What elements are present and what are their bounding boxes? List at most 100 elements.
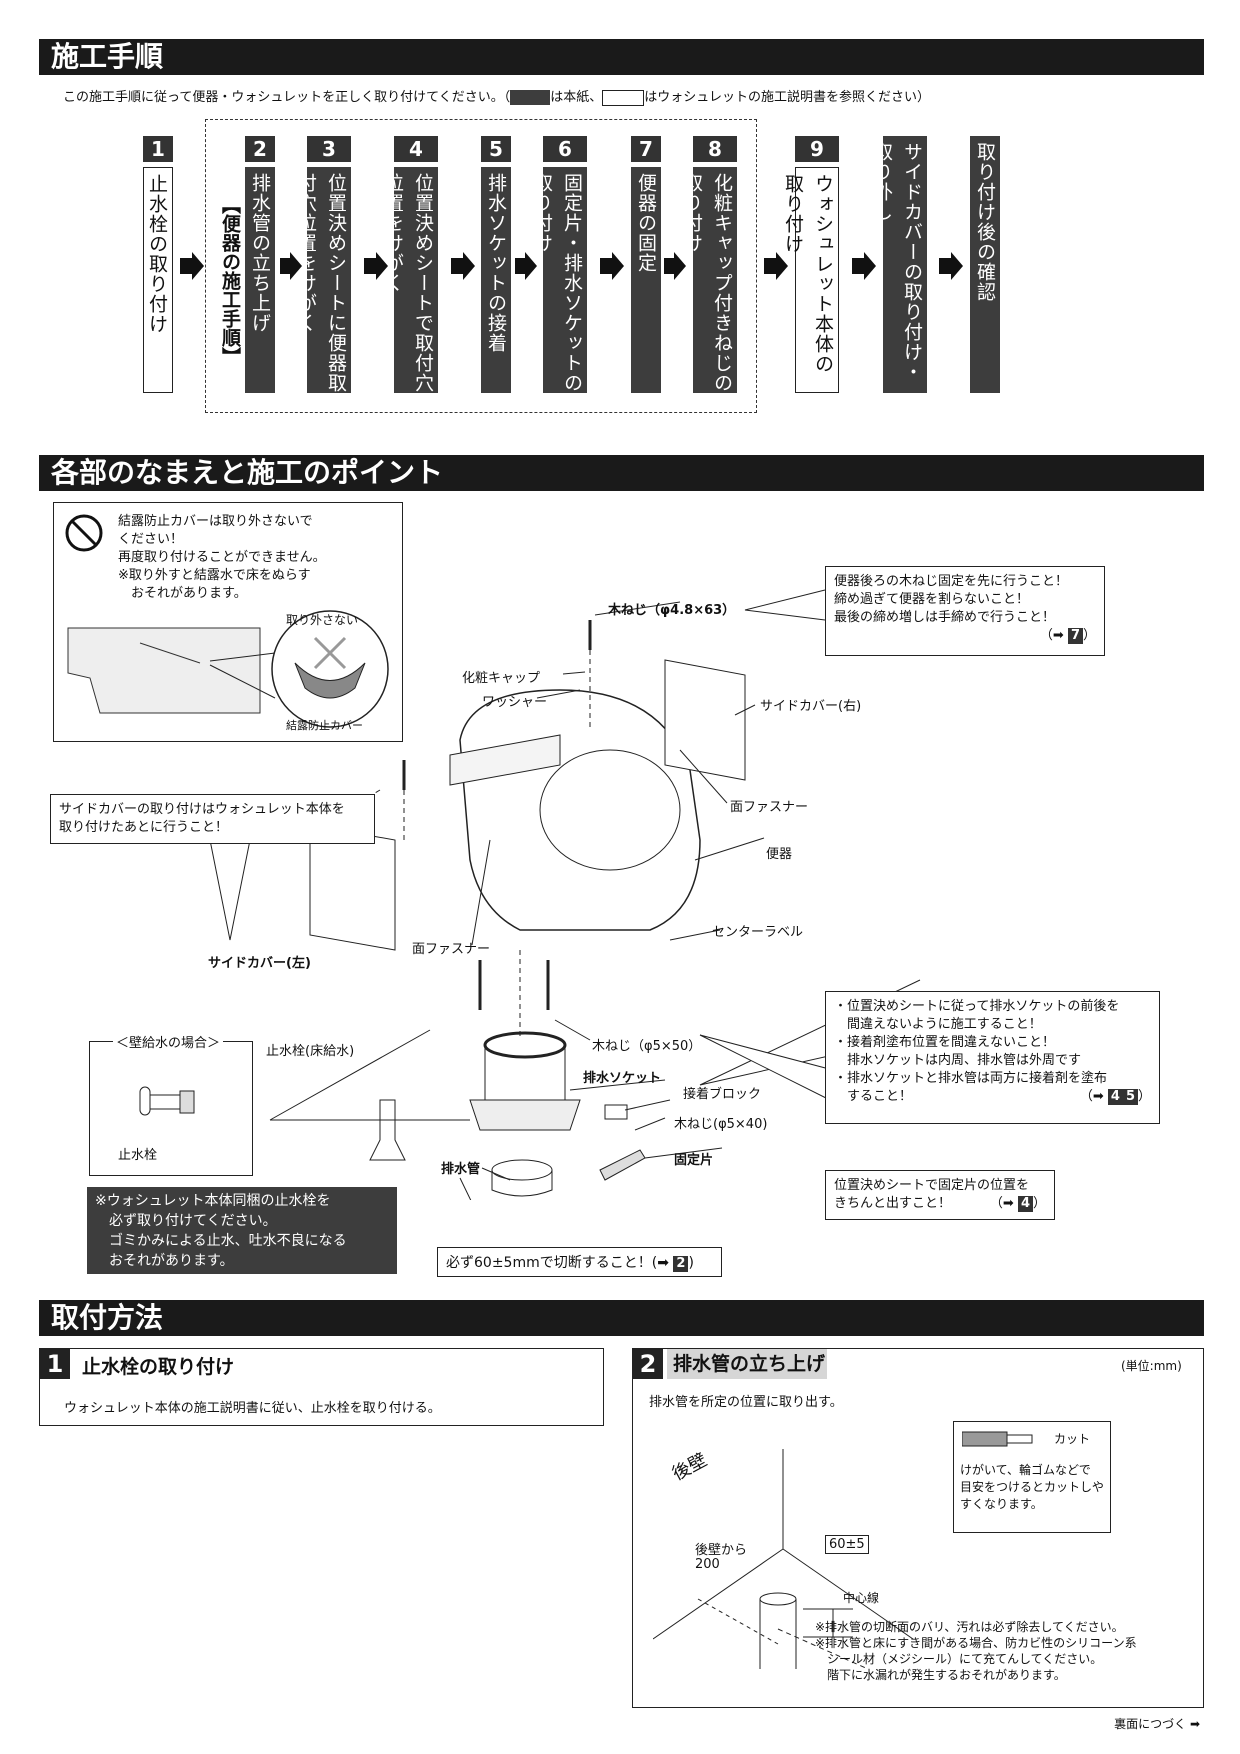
- note-line: ※ウォシュレット本体同梱の止水栓を: [95, 1193, 331, 1209]
- warning-box: 結露防止カバーは取り外さないで ください！ 再度取り付けることができません。 ※…: [53, 502, 403, 742]
- ref-badge: 2: [673, 1256, 689, 1272]
- callout-line: 締め過ぎて便器を割らないこと！: [834, 592, 1030, 607]
- callout-line: 位置決めシートで固定片の位置を: [834, 1178, 1030, 1193]
- washer-label: ワッシャー: [482, 695, 548, 710]
- side-cover-left-label: サイドカバー(左): [208, 956, 311, 971]
- side-cover-right: [664, 659, 746, 781]
- callout-line: ・接着剤塗布位置を間違えないこと！: [834, 1035, 1056, 1050]
- warning-line: 再度取り付けることができません。: [118, 550, 326, 565]
- parts-section-title: 各部のなまえと施工のポイント: [39, 455, 1204, 491]
- center-label-label: センターラベル: [712, 925, 804, 940]
- step-8-label: 化粧キャップ付きねじの取り付け: [681, 167, 737, 393]
- wood-screw-50-label: 木ねじ（φ5×50）: [592, 1039, 702, 1054]
- step-7-number: 7: [631, 136, 661, 162]
- method-step-1: 1 止水栓の取り付け ウォシュレット本体の施工説明書に従い、止水栓を取り付ける。: [39, 1348, 604, 1426]
- dark-legend-swatch: [510, 90, 551, 105]
- stop-valve-floor-label: 止水栓(床給水): [266, 1044, 355, 1059]
- arrow-right-icon: ➡: [1189, 1717, 1200, 1731]
- tip-line: すくなります。: [960, 1497, 1043, 1511]
- warning-line: ください！: [118, 532, 184, 547]
- step-6-number: 6: [543, 136, 587, 162]
- cut-tip-text: けがいて、輪ゴムなどで 目安をつけるとカットしや すくなります。: [960, 1462, 1104, 1513]
- method-step-2-number: 2: [633, 1349, 663, 1379]
- method-step-2: 2 排水管の立ち上げ (単位:mm) 排水管を所定の位置に取り出す。 カット け…: [632, 1348, 1204, 1708]
- callout-line: ・位置決めシートに従って排水ソケットの前後を: [834, 999, 1120, 1014]
- drain-pipe-diagram: [653, 1449, 914, 1669]
- fix-callout-ref: （➡ 4）: [989, 1196, 1046, 1212]
- note-line: サイドカバーの取り付けはウォシュレット本体を: [59, 802, 345, 817]
- center-line-label: 中心線: [843, 1591, 880, 1605]
- arrow-icon: [852, 252, 876, 280]
- step-5-label: 排水ソケットの接着: [481, 167, 511, 393]
- stop-valve-floor: [369, 1099, 406, 1161]
- callout-line: 最後の締め増しは手締めで行うこと！: [834, 610, 1056, 625]
- intro-prefix: この施工手順に従って便器・ウォシュレットを正しく取り付けてください。（: [63, 90, 511, 105]
- arrow-icon: [939, 252, 963, 280]
- side-cover-right-label: サイドカバー(右): [760, 699, 862, 714]
- ref-badge: 4: [1107, 1089, 1123, 1105]
- fixing-piece-label: 固定片: [674, 1153, 714, 1168]
- valve-note: ※ウォシュレット本体同梱の止水栓を 必ず取り付けてください。 ゴミかみによる止水…: [87, 1187, 397, 1274]
- height-label: 60±5: [825, 1535, 869, 1554]
- cut-tip-box: カット けがいて、輪ゴムなどで 目安をつけるとカットしや すくなります。: [953, 1421, 1111, 1533]
- dont-remove-label: 取り外さない: [286, 613, 359, 627]
- step-6-label: 固定片・排水ソケットの取り付け: [531, 167, 587, 393]
- unit-label: (単位:mm): [1121, 1359, 1182, 1373]
- toilet-procedure-frame: [205, 119, 757, 413]
- note-line: ※排水管の切断面のバリ、汚れは必ず除去してください。: [815, 1620, 1124, 1634]
- tip-line: 目安をつけるとカットしや: [960, 1480, 1104, 1494]
- ref-badge: 5: [1122, 1089, 1138, 1105]
- note-line: 取り付けたあとに行うこと！: [59, 820, 229, 835]
- cut-note-text: 必ず60±5mmで切断すること！(: [446, 1255, 658, 1271]
- fix-callout: 位置決めシートで固定片の位置を きちんと出すこと！ （➡ 4）: [825, 1170, 1055, 1220]
- continue-text: 裏面につづく: [1114, 1717, 1187, 1731]
- note-line: おそれがあります。: [95, 1253, 234, 1269]
- step-3-label: 位置決めシートに便器取付穴位置をけがく: [295, 167, 351, 393]
- condensation-cover-illustration: [67, 610, 389, 728]
- procedure-intro: この施工手順に従って便器・ウォシュレットを正しく取り付けてください。（は本紙、は…: [63, 86, 930, 106]
- procedure-section-title: 施工手順: [39, 39, 1204, 75]
- tip-line: けがいて、輪ゴムなどで: [960, 1463, 1091, 1477]
- socket-callout: ・位置決めシートに従って排水ソケットの前後を 間違えないように施工すること！ ・…: [825, 991, 1160, 1124]
- step-4-number: 4: [394, 136, 438, 162]
- wood-screw-63-label: 木ねじ（φ4.8×63）: [608, 603, 736, 618]
- light-legend-swatch: [602, 89, 645, 106]
- note-line: ゴミかみによる止水、吐水不良になる: [95, 1233, 347, 1249]
- step-2-notes: ※排水管の切断面のバリ、汚れは必ず除去してください。 ※排水管と床にすき間がある…: [815, 1619, 1137, 1683]
- intro-mid: は本紙、: [550, 90, 603, 105]
- condensation-cover-label: 結露防止カバー: [286, 719, 363, 732]
- step-9-number: 9: [795, 136, 839, 162]
- step-1-label: 止水栓の取り付け: [143, 167, 173, 393]
- wood-screw-40-label: 木ねじ(φ5×40): [674, 1117, 768, 1132]
- screw-callout: 便器後ろの木ねじ固定を先に行うこと！ 締め過ぎて便器を割らないこと！ 最後の締め…: [825, 566, 1105, 656]
- callout-line: 便器後ろの木ねじ固定を先に行うこと！: [834, 574, 1069, 589]
- wall-supply-title: ＜壁給水の場合＞: [113, 1032, 224, 1051]
- method-step-1-text: ウォシュレット本体の施工説明書に従い、止水栓を取り付ける。: [64, 1401, 441, 1416]
- toilet-label: 便器: [766, 847, 793, 862]
- drain-pipe-label: 排水管: [441, 1162, 481, 1177]
- drain-pipe: [491, 1159, 553, 1181]
- face-fastener-2-label: 面ファスナー: [412, 942, 491, 957]
- note-line: 階下に水漏れが発生するおそれがあります。: [815, 1668, 1066, 1682]
- fixing-piece: [599, 1149, 646, 1181]
- method-step-1-title: 止水栓の取り付け: [82, 1356, 235, 1378]
- adhesive-block-label: 接着ブロック: [683, 1087, 762, 1102]
- callout-line: きちんと出すこと！: [834, 1196, 952, 1211]
- adhesive-block: [604, 1104, 628, 1120]
- saw-icon: [962, 1431, 1033, 1447]
- from-rear-label: 後壁から: [695, 1543, 748, 1558]
- step-2-number: 2: [245, 136, 275, 162]
- stop-valve-icon: [139, 1086, 195, 1116]
- ref-badge: 7: [1067, 628, 1083, 644]
- wall-supply-box: 止水栓: [89, 1041, 253, 1176]
- step-7-label: 便器の固定: [631, 167, 661, 393]
- arrow-icon: [180, 252, 204, 280]
- cut-label: カット: [1054, 1432, 1091, 1446]
- step-5-number: 5: [481, 136, 511, 162]
- face-fastener-label: 面ファスナー: [730, 800, 809, 815]
- side-cover-note: サイドカバーの取り付けはウォシュレット本体を 取り付けたあとに行うこと！: [50, 794, 375, 844]
- toilet-tank: [449, 734, 561, 786]
- warning-line: ※取り外すと結露水で床をぬらす: [118, 568, 311, 583]
- dist-200-label: 200: [695, 1557, 720, 1572]
